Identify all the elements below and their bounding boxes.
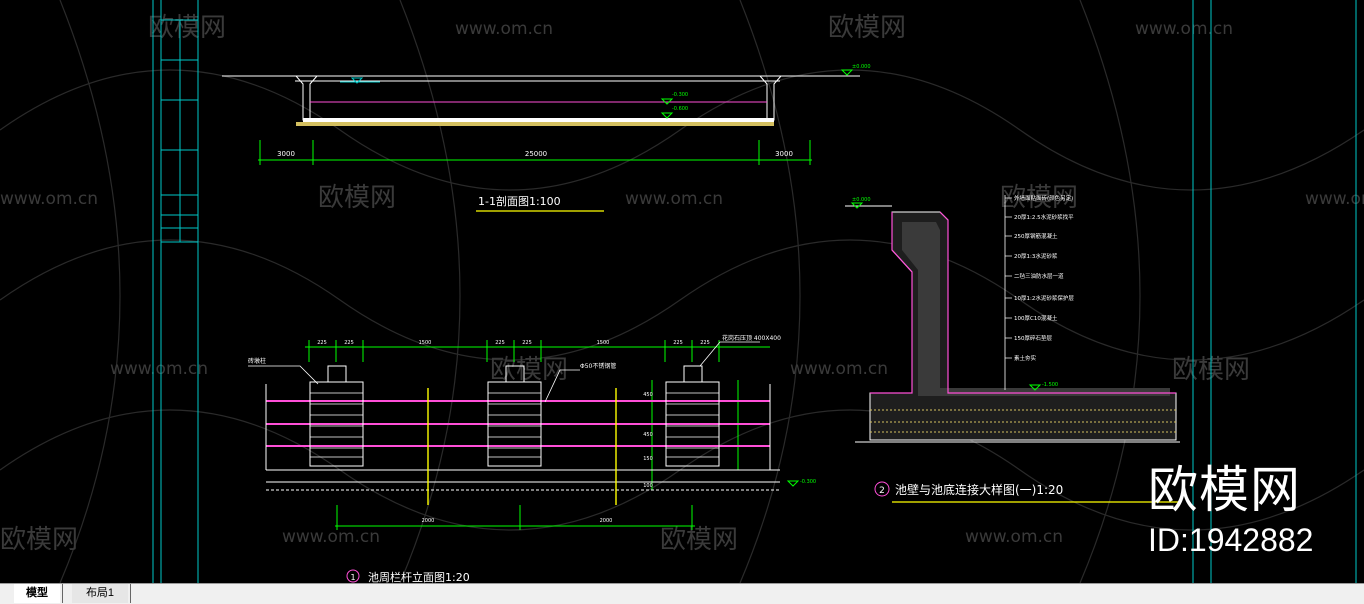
section-1-1[interactable]: -0.300 -0.600 ±0.000 3000 25000 3000 1-1… [222,64,871,212]
pool-slab [303,118,774,122]
dim-bottom: 2000 [600,518,613,524]
watermark-big-brand: 欧模网 [1148,461,1301,519]
level-top: ±0.000 [852,64,871,70]
layer-label: 150厚碎石垫层 [1014,334,1052,342]
layer-label: 20厚1:3水泥砂浆 [1014,252,1058,260]
watermark-id: ID:1942882 [1148,522,1314,558]
dim-top: 225 [700,340,710,346]
railing-level: -0.300 [800,479,816,485]
dim-top: 225 [522,340,532,346]
tab-layout1[interactable]: 布局1 [72,584,128,603]
detail-title: 池壁与池底连接大样图(一)1:20 [895,482,1063,497]
wm-url: www.om.cn [965,527,1063,547]
detail-level-top: ±0.000 [852,197,871,203]
wm-brand: 欧模网 [148,13,226,43]
layer-label: 素土夯实 [1014,354,1037,362]
wm-url: www.om.cn [455,19,553,39]
wm-url: www.om.cn [790,359,888,379]
wm-brand: 欧模网 [0,525,78,555]
label-post: 砖墩柱 [248,357,266,365]
level-bottom: -0.600 [672,106,688,112]
layout-tab-bar: 模型 布局1 [0,583,1364,604]
detail-level-bottom: -1.500 [1042,382,1058,388]
label-cap: 花岗石压顶 400X400 [722,334,781,342]
elevation-number-circle [346,569,360,583]
dim-top: 1500 [419,340,432,346]
dim-top: 225 [673,340,683,346]
dim-right: 3000 [775,150,793,158]
detail-number-circle [874,481,890,497]
wm-brand: 欧模网 [1000,183,1078,213]
dim-side: 450 [643,432,653,438]
tab-separator [62,584,63,603]
layer-label: 二毡三油防水层一道 [1014,272,1064,280]
pool-base [296,122,774,126]
watermark-texts: 欧模网 欧模网 欧模网 欧模网 欧模网 欧模网 欧模网 欧模网 www.om.c… [0,13,1364,555]
wall-detail[interactable]: ±0.000 -1.500 外墙面贴面砖(颜色另定) 20厚1:2.5水泥砂浆找… [845,194,1180,503]
layer-label: 20厚1:2.5水泥砂浆找平 [1014,213,1074,221]
layer-label: 10厚1:2水泥砂浆保护层 [1014,294,1074,302]
wm-brand: 欧模网 [828,13,906,43]
tab-model[interactable]: 模型 [14,584,60,603]
layer-label: 外墙面贴面砖(颜色另定) [1014,194,1073,202]
railing-elevation[interactable]: 225 225 1500 225 225 1500 225 225 2000 2… [248,334,816,583]
dim-top: 225 [495,340,505,346]
layer-label: 250厚钢筋混凝土 [1014,232,1058,240]
level-water: -0.300 [672,92,688,98]
dim-left: 3000 [277,150,295,158]
cad-drawing-canvas[interactable]: 欧模网 欧模网 欧模网 欧模网 欧模网 欧模网 欧模网 欧模网 www.om.c… [0,0,1364,583]
wm-url: www.om.cn [1305,189,1364,209]
elevation-number: 1 [350,573,355,582]
dim-top: 1500 [597,340,610,346]
wm-url: www.om.cn [625,189,723,209]
dim-side: 450 [643,392,653,398]
wm-url: www.om.cn [282,527,380,547]
dim-mid: 25000 [525,150,547,158]
dim-side: 100 [643,483,653,489]
watermark-badge: 欧模网 ID:1942882 [1148,462,1313,558]
dim-bottom: 2000 [422,518,435,524]
label-rail: Φ50不锈钢管 [580,362,616,370]
wm-brand: 欧模网 [660,525,738,555]
dim-top: 225 [344,340,354,346]
elevation-title: 池周栏杆立面图1:20 [368,570,470,583]
detail-number: 2 [879,486,885,496]
dim-side: 150 [643,456,653,462]
section-title: 1-1剖面图1:100 [478,194,561,208]
wm-brand: 欧模网 [490,355,568,385]
wm-brand: 欧模网 [318,183,396,213]
layer-label: 100厚C10混凝土 [1014,314,1058,322]
tab-separator [130,584,131,603]
wm-url: www.om.cn [0,189,98,209]
drawing-frame [152,0,1357,583]
dim-top: 225 [317,340,327,346]
wm-url: www.om.cn [110,359,208,379]
wm-url: www.om.cn [1135,19,1233,39]
